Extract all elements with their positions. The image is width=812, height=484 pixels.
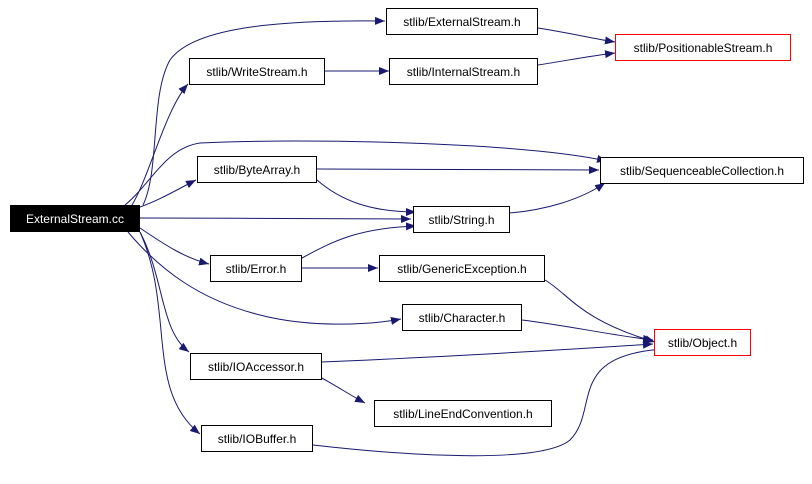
node-io-buffer-h[interactable]: stlib/IOBuffer.h <box>201 425 313 452</box>
node-positionable-stream-h[interactable]: stlib/PositionableStream.h <box>615 34 791 61</box>
node-sequenceable-collection-h[interactable]: stlib/SequenceableCollection.h <box>600 157 804 184</box>
edge-cc-to-character <box>127 231 402 325</box>
edge-external-stream-to-positionable-stream <box>537 27 616 45</box>
node-generic-exception-h[interactable]: stlib/GenericException.h <box>379 255 545 282</box>
edge-character-to-object <box>521 319 654 343</box>
node-internal-stream-h[interactable]: stlib/InternalStream.h <box>389 58 538 85</box>
edge-io-accessor-to-line-end-convention <box>319 376 366 404</box>
edge-cc-to-string <box>139 214 412 223</box>
node-error-h[interactable]: stlib/Error.h <box>210 255 302 282</box>
edge-internal-stream-to-positionable-stream <box>537 50 616 66</box>
edge-cc-to-external-stream <box>142 16 386 206</box>
edges <box>124 16 665 457</box>
edge-io-accessor-to-object <box>321 340 654 363</box>
edge-cc-to-io-accessor <box>139 231 190 353</box>
edge-generic-exception-to-object <box>544 279 656 344</box>
edge-byte-array-to-sequenceable-collection <box>316 165 600 174</box>
node-object-h[interactable]: stlib/Object.h <box>654 329 751 356</box>
node-line-end-convention-h[interactable]: stlib/LineEndConvention.h <box>374 400 552 427</box>
edge-cc-to-io-buffer <box>139 231 201 435</box>
edge-cc-to-byte-array <box>139 179 197 208</box>
edge-cc-to-error <box>139 227 210 266</box>
edge-error-to-string <box>301 222 417 259</box>
edge-io-buffer-to-object <box>312 345 665 457</box>
node-byte-array-h[interactable]: stlib/ByteArray.h <box>197 156 317 183</box>
edge-byte-array-to-string <box>316 179 417 216</box>
node-string-h[interactable]: stlib/String.h <box>413 206 510 233</box>
node-external-stream-cc: ExternalStream.cc <box>10 205 140 232</box>
node-io-accessor-h[interactable]: stlib/IOAccessor.h <box>190 353 322 380</box>
edge-string-to-sequenceable-collection <box>509 182 606 214</box>
node-character-h[interactable]: stlib/Character.h <box>402 304 522 331</box>
edge-cc-to-sequenceable-collection <box>124 140 608 206</box>
edge-cc-to-write-stream <box>131 83 189 206</box>
node-write-stream-h[interactable]: stlib/WriteStream.h <box>189 58 325 85</box>
node-external-stream-h[interactable]: stlib/ExternalStream.h <box>386 8 538 35</box>
